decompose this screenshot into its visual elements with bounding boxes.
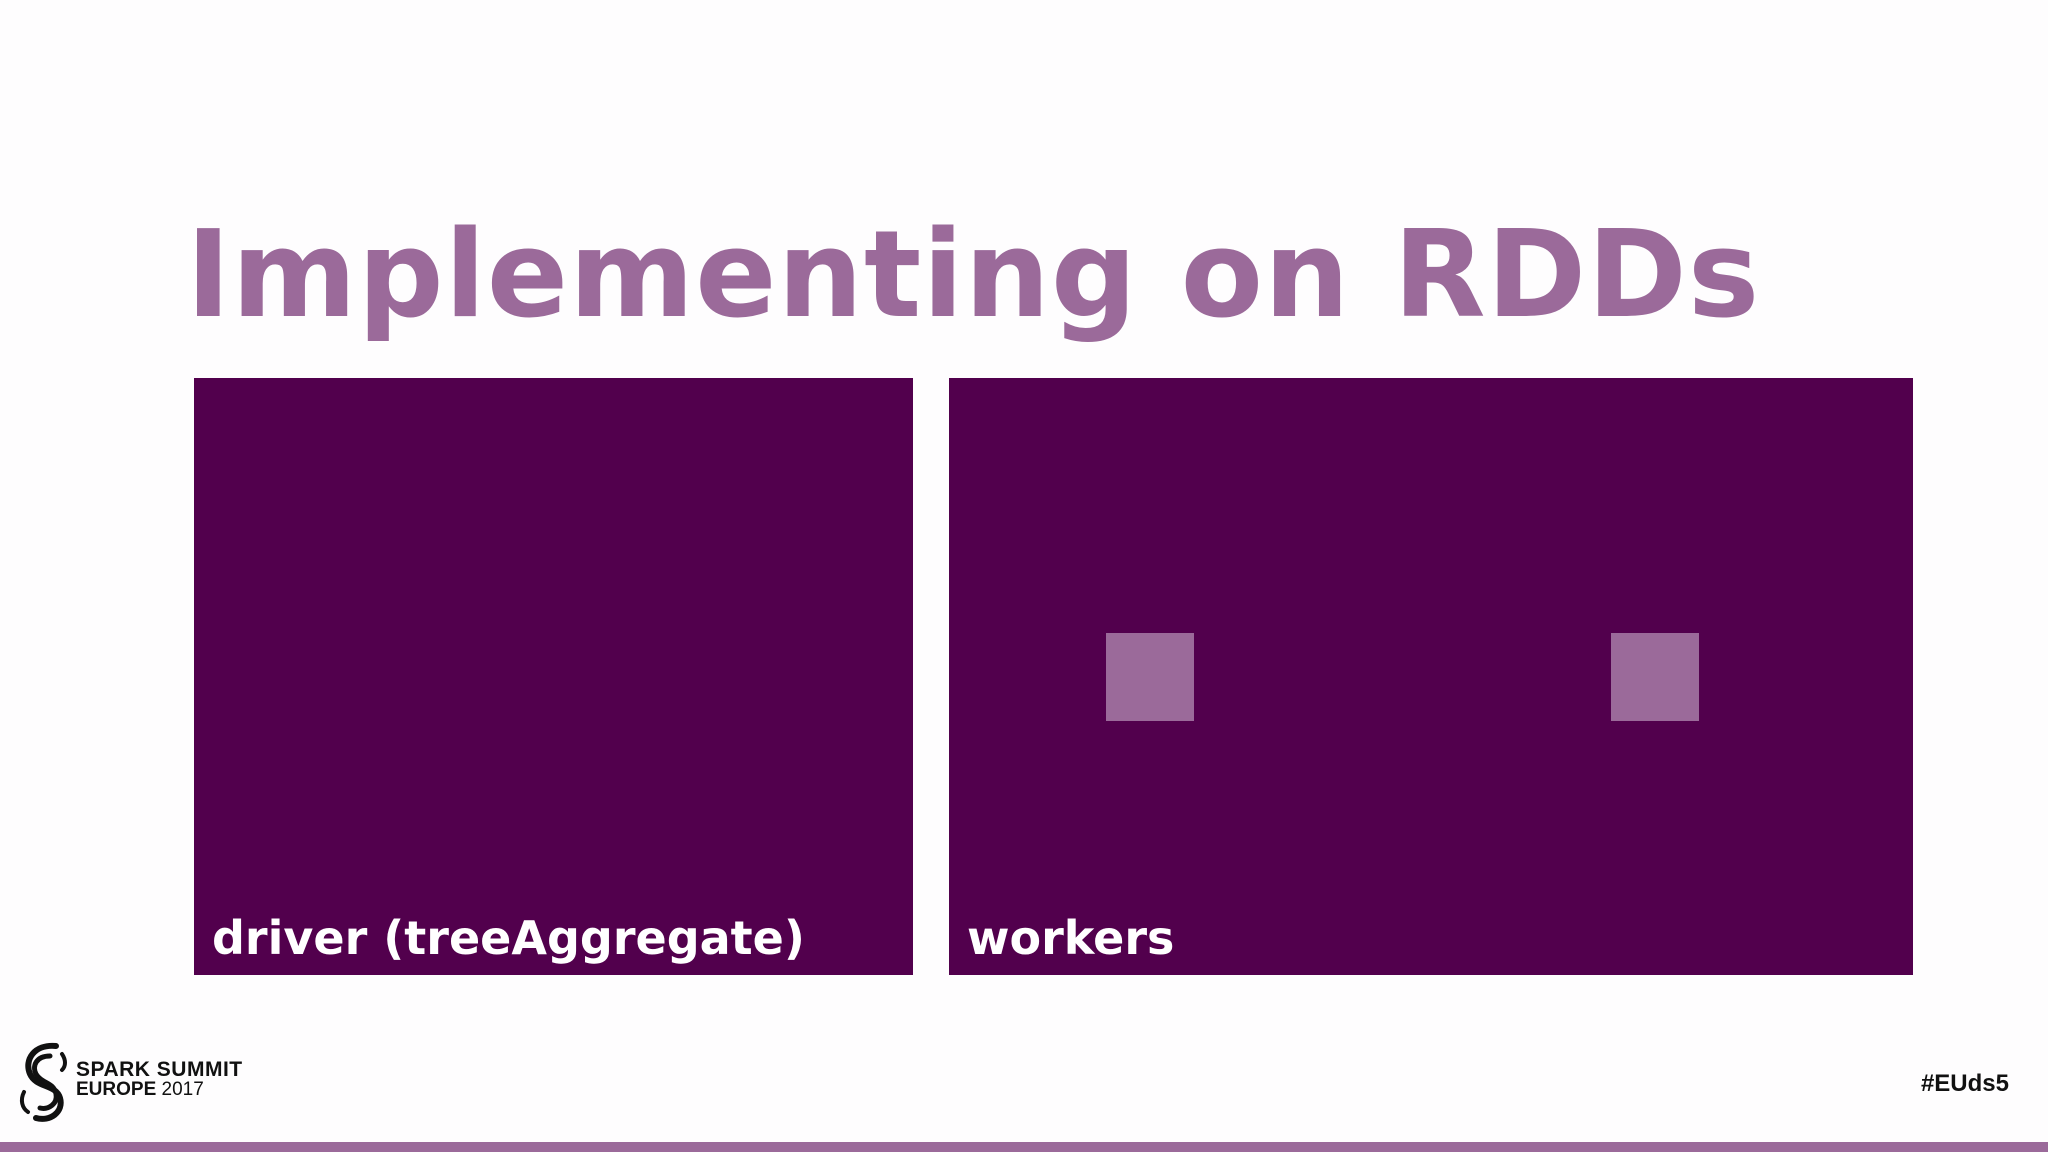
event-hashtag: #EUds5: [1920, 1070, 2009, 1097]
driver-panel-label: driver (treeAggregate): [212, 911, 805, 965]
workers-panel: workers: [949, 378, 1913, 975]
workers-panel-label: workers: [967, 911, 1175, 965]
logo-line-1: SPARK SUMMIT: [76, 1058, 243, 1081]
worker-node: [1611, 633, 1699, 721]
slide-title: Implementing on RDDs: [186, 206, 1761, 345]
logo-text: SPARK SUMMIT EUROPE 2017: [76, 1058, 243, 1100]
logo-line-2-europe: EUROPE: [76, 1079, 157, 1100]
worker-node: [1106, 633, 1194, 721]
logo-line-2-year: 2017: [156, 1079, 204, 1100]
spark-summit-swirl-icon: [19, 1042, 67, 1122]
logo-line-2: EUROPE 2017: [76, 1080, 243, 1100]
spark-summit-logo: SPARK SUMMIT EUROPE 2017: [16, 1038, 243, 1122]
driver-panel: driver (treeAggregate): [194, 378, 913, 975]
bottom-accent-bar: [0, 1142, 2048, 1152]
